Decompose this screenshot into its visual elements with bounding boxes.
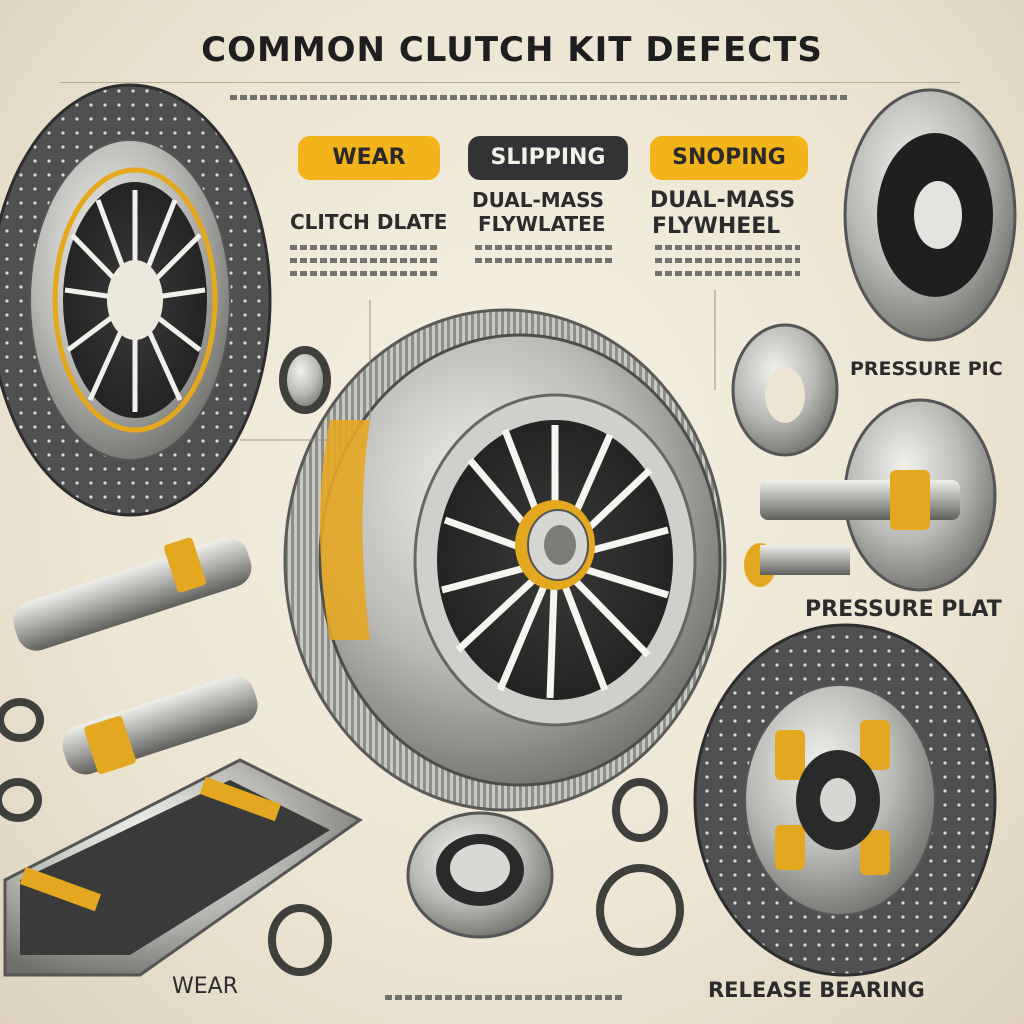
seal-rings <box>0 346 684 976</box>
label-dual-mass-right-2: FLYWHEEL <box>652 214 781 239</box>
label-dual-mass-right-1: DUAL-MASS <box>650 188 796 213</box>
page-title: COMMON CLUTCH KIT DEFECTS <box>201 30 823 70</box>
title-divider <box>60 82 960 83</box>
release-shaft-right <box>744 398 997 592</box>
release-bearing <box>406 811 554 939</box>
placeholder-text-block <box>475 245 615 271</box>
badge-slipping: SLIPPING <box>468 136 628 180</box>
dual-mass-flywheel <box>693 623 997 977</box>
pressure-plate-center <box>283 308 727 812</box>
clutch-disc-left <box>0 83 272 517</box>
label-dual-mass-left-1: DUAL-MASS <box>472 188 605 212</box>
badge-wear: WEAR <box>298 136 440 180</box>
placeholder-text-block <box>290 245 440 284</box>
placeholder-text-block <box>655 245 800 284</box>
label-pressure-top: PRESSURE PIC <box>850 358 1003 380</box>
label-pressure-plate: PRESSURE PLAT <box>805 597 1002 622</box>
friction-pads <box>3 758 363 977</box>
callout-lines <box>240 290 716 441</box>
placeholder-text-block <box>230 95 850 108</box>
placeholder-text-block <box>385 995 625 1008</box>
washer-right <box>731 323 839 457</box>
flywheel-top-right <box>843 88 1017 342</box>
badge-snoping: SNOPING <box>650 136 808 180</box>
label-wear-bottom: WEAR <box>172 974 238 999</box>
label-dual-mass-left-2: FLYWLATEE <box>478 212 606 236</box>
input-shaft-left <box>13 537 258 775</box>
label-release-bearing: RELEASE BEARING <box>708 978 925 1002</box>
label-clutch-plate: CLITCH DLATE <box>290 210 448 234</box>
